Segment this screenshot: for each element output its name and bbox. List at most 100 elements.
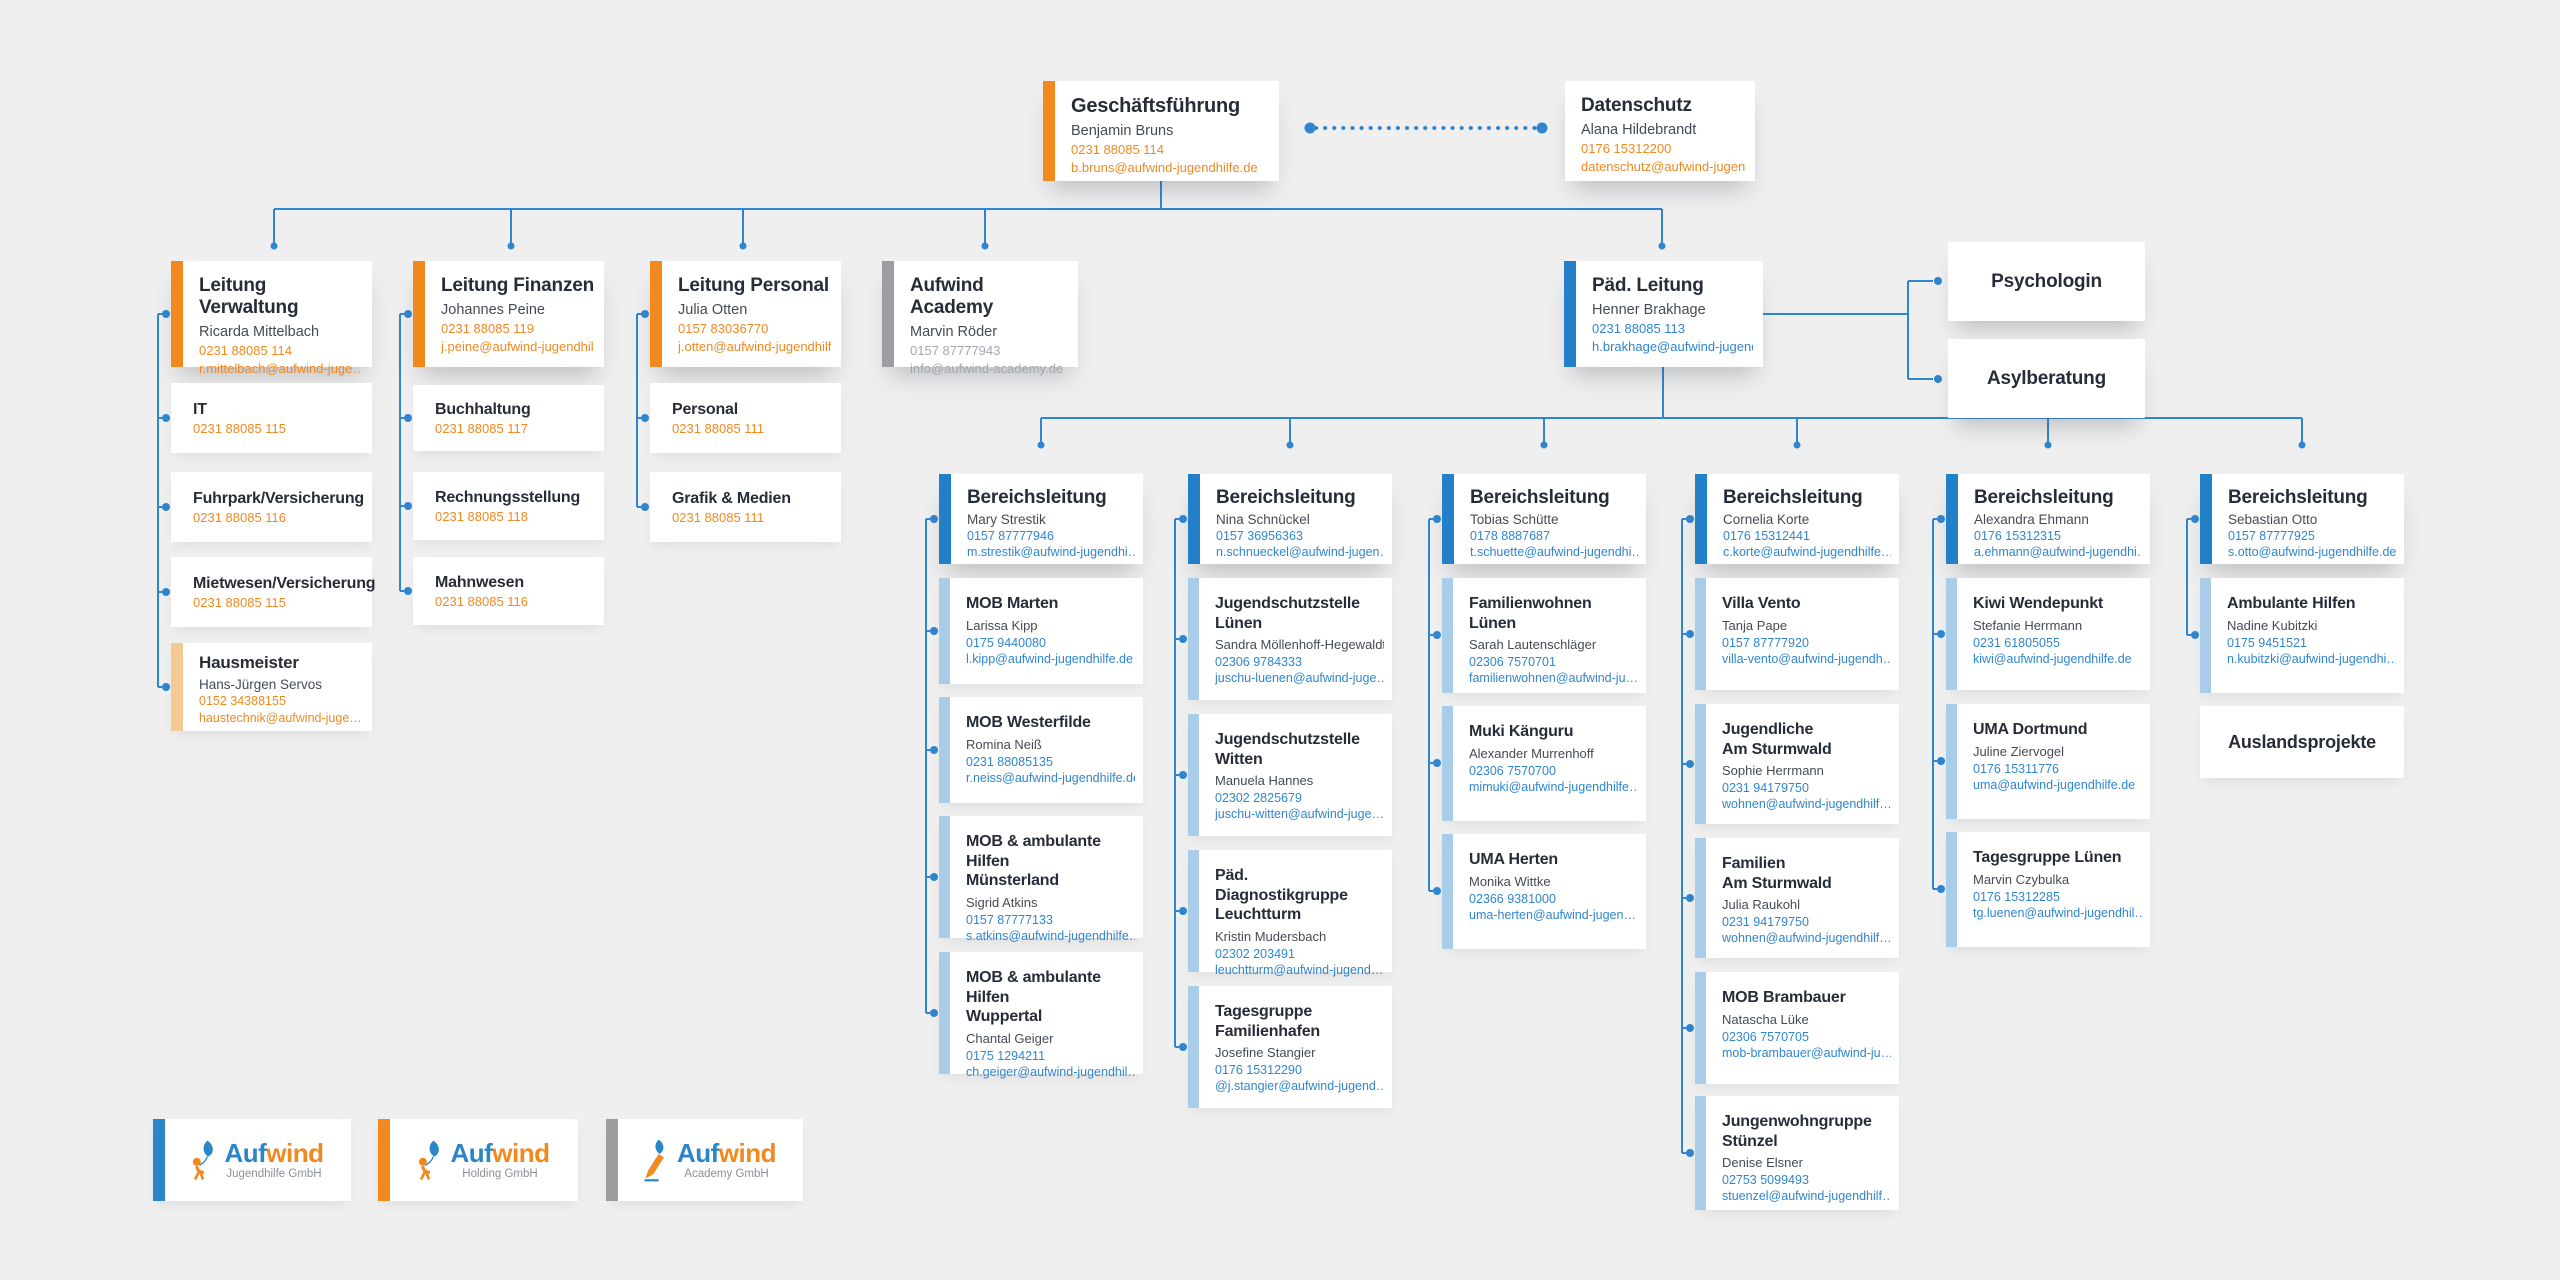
email-address: leuchtturm@aufwind-jugend… (1215, 962, 1384, 977)
verwaltung-rail (157, 313, 162, 688)
card-title: Leitung Verwaltung (199, 275, 299, 318)
phone-number: 0157 87777925 (2228, 529, 2315, 543)
column2-rail (1174, 518, 1179, 1048)
accent-bar (1946, 704, 1957, 819)
accent-bar (1695, 838, 1706, 958)
email-address: a.ehmann@aufwind-jugendhi… (1974, 545, 2142, 559)
person-name: Josefine Stangier (1215, 1045, 1316, 1061)
email-address: wohnen@aufwind-jugendhilf… (1722, 797, 1891, 812)
accent-bar (939, 697, 950, 803)
email-address: r.mittelbach@aufwind-juge… (199, 361, 362, 376)
accent-bar (1695, 474, 1707, 564)
logo-card-holding: Aufwind Holding GmbH (378, 1119, 578, 1201)
accent-bar (378, 1119, 390, 1201)
card-title: MOB & ambulante Hilfen Wuppertal (966, 969, 1101, 1026)
person-name: Alexandra Ehmann (1974, 512, 2089, 527)
accent-bar (939, 816, 950, 938)
email-address: t.schuette@aufwind-jugendhi… (1470, 545, 1638, 559)
card-title: Jugendschutzstelle Lünen (1215, 595, 1360, 632)
logo-card-academy: Aufwind Academy GmbH (606, 1119, 803, 1201)
card-title: Leitung Personal (678, 275, 829, 296)
email-address: j.otten@aufwind-jugendhilfe.de (678, 339, 831, 354)
phone-number: 0175 9451521 (2227, 635, 2307, 650)
card-title: Jugendschutzstelle Witten (1215, 731, 1360, 768)
accent-bar (1695, 704, 1706, 824)
person-name: Monika Wittke (1469, 873, 1551, 889)
email-address: c.korte@aufwind-jugendhilfe… (1723, 545, 1891, 559)
phone-number: 02302 203491 (1215, 946, 1295, 961)
email-address: familienwohnen@aufwind-ju… (1469, 671, 1638, 686)
card-title: UMA Herten (1469, 851, 1558, 868)
person-name: Julia Raukohl (1722, 897, 1801, 913)
card-title: Jungenwohngruppe Stünzel (1722, 1113, 1872, 1150)
phone-number: 0157 83036770 (678, 321, 769, 336)
person-name: Hans-Jürgen Servos (199, 677, 323, 692)
phone-number: 0176 15311776 (1973, 761, 2059, 776)
column4-rail (1681, 518, 1686, 1154)
phone-number: 0157 87777943 (910, 343, 1001, 358)
card-title: MOB Brambauer (1722, 989, 1846, 1006)
card-title: Geschäftsführung (1071, 95, 1241, 117)
person-name: Stefanie Herrmann (1973, 617, 2083, 633)
phone-number: 0231 94179750 (1722, 915, 1809, 930)
person-name: Alexander Murrenhoff (1469, 745, 1594, 761)
pencil-icon (644, 1139, 664, 1182)
phone-number: 02302 2825679 (1215, 791, 1302, 806)
brand-second: wind (718, 1137, 777, 1168)
card-title: IT (193, 400, 207, 418)
email-address: juschu-luenen@aufwind-juge… (1215, 671, 1384, 686)
phone-number: 0176 15312200 (1581, 141, 1672, 156)
card-title: Jugendliche Am Sturmwald (1722, 721, 1832, 758)
card-title: Ambulante Hilfen (2227, 595, 2356, 612)
card-title: Aufwind Academy (910, 275, 994, 318)
phone-number: 02306 9784333 (1215, 655, 1302, 670)
column3-rail (1428, 518, 1433, 892)
person-name: Benjamin Bruns (1071, 123, 1174, 139)
phone-number: 0231 88085 111 (672, 509, 765, 525)
brand-first: Auf (450, 1137, 493, 1168)
phone-number: 0178 8887687 (1470, 529, 1550, 543)
card-title: Bereichsleitung (1974, 487, 2114, 508)
person-name: Tanja Pape (1722, 617, 1788, 633)
email-address: m.strestik@aufwind-jugendhi… (967, 545, 1135, 559)
card-psychologin: Psychologin (1948, 242, 2145, 321)
email-address: j.peine@aufwind-jugendhilfe.de (441, 339, 594, 354)
column5-rail (1932, 518, 1937, 890)
card-title: Päd. Leitung (1592, 275, 1704, 296)
phone-number: 0176 15312285 (1973, 889, 2060, 904)
person-name: Natascha Lüke (1722, 1011, 1809, 1027)
logo-subtitle: Holding GmbH (462, 1167, 538, 1180)
accent-bar (413, 261, 425, 367)
phone-number: 02753 5099493 (1722, 1173, 1809, 1188)
accent-bar (2200, 578, 2211, 693)
email-address: mimuki@aufwind-jugendhilfe… (1469, 779, 1638, 794)
brand-wordmark: Aufwind Jugendhilfe GmbH (224, 1140, 324, 1181)
person-name: Ricarda Mittelbach (199, 324, 320, 340)
card-title: Mahnwesen (435, 573, 524, 591)
email-address: wohnen@aufwind-jugendhilf… (1722, 931, 1891, 946)
person-name: Sigrid Atkins (966, 894, 1038, 910)
finanzen-rail (399, 313, 404, 592)
accent-bar (1695, 972, 1706, 1084)
card-title: Leitung Finanzen (441, 275, 595, 296)
accent-bar (1442, 578, 1453, 693)
